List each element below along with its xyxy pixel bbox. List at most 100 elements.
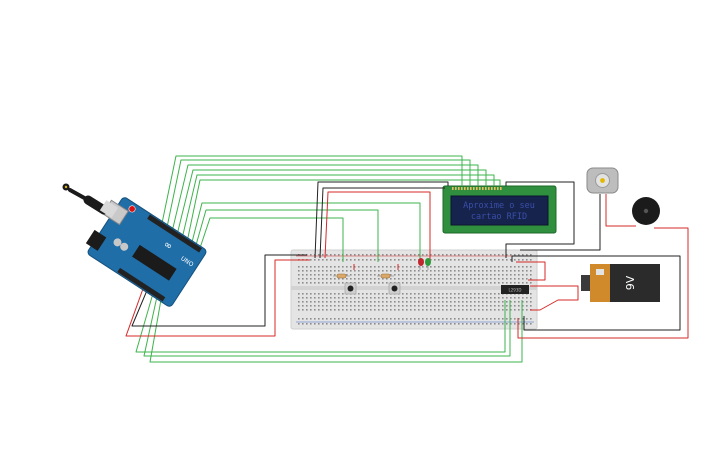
breadboard-hole bbox=[502, 282, 504, 284]
wire-green-6[interactable] bbox=[185, 179, 501, 248]
resistor[interactable] bbox=[377, 273, 394, 279]
breadboard-hole bbox=[410, 293, 412, 295]
wire-black-6[interactable] bbox=[520, 194, 601, 251]
breadboard-hole bbox=[390, 278, 392, 280]
piezo-buzzer[interactable] bbox=[632, 197, 660, 225]
wire-black-2[interactable] bbox=[314, 181, 449, 259]
breadboard-hole bbox=[378, 282, 380, 284]
breadboard-hole bbox=[350, 309, 352, 311]
breadboard-hole bbox=[370, 297, 372, 299]
breadboard-hole bbox=[442, 293, 444, 295]
breadboard-hole bbox=[470, 282, 472, 284]
breadboard-hole bbox=[302, 293, 304, 295]
wire-red-4[interactable] bbox=[530, 285, 579, 311]
breadboard-hole bbox=[390, 318, 392, 320]
breadboard-hole bbox=[358, 259, 360, 261]
breadboard-hole bbox=[510, 254, 512, 256]
led-red[interactable] bbox=[418, 258, 424, 270]
push-button[interactable] bbox=[344, 282, 357, 295]
breadboard-hole bbox=[478, 293, 480, 295]
breadboard-hole bbox=[306, 297, 308, 299]
breadboard-hole bbox=[346, 297, 348, 299]
breadboard-hole bbox=[458, 301, 460, 303]
breadboard-hole bbox=[490, 301, 492, 303]
arduino-board[interactable]: ∞ UNO bbox=[80, 192, 208, 308]
breadboard-hole bbox=[410, 301, 412, 303]
resistor[interactable] bbox=[333, 273, 350, 279]
breadboard-hole bbox=[406, 274, 408, 276]
wire-green-9[interactable] bbox=[197, 217, 344, 262]
wire-black-4[interactable] bbox=[505, 181, 575, 258]
breadboard-hole bbox=[370, 274, 372, 276]
breadboard-hole bbox=[370, 254, 372, 256]
breadboard-hole bbox=[462, 297, 464, 299]
wire-black-1[interactable] bbox=[131, 254, 307, 327]
breadboard-hole bbox=[530, 278, 532, 280]
breadboard-hole bbox=[298, 270, 300, 272]
breadboard-hole bbox=[502, 301, 504, 303]
wire-green-2[interactable] bbox=[165, 159, 471, 233]
breadboard[interactable] bbox=[290, 249, 538, 330]
breadboard-hole bbox=[478, 278, 480, 280]
motor-driver-ic[interactable]: L293D bbox=[501, 285, 529, 294]
breadboard-hole bbox=[430, 297, 432, 299]
breadboard-hole bbox=[334, 274, 336, 276]
wire-red-3[interactable] bbox=[516, 261, 546, 281]
breadboard-hole bbox=[414, 259, 416, 261]
breadboard-hole bbox=[298, 266, 300, 268]
breadboard-hole bbox=[466, 259, 468, 261]
led-green[interactable] bbox=[425, 258, 431, 270]
wire-green-10[interactable] bbox=[135, 289, 506, 353]
breadboard-hole bbox=[522, 278, 524, 280]
breadboard-hole bbox=[350, 270, 352, 272]
breadboard-hole bbox=[530, 254, 532, 256]
breadboard-hole bbox=[402, 270, 404, 272]
wire-green-1[interactable] bbox=[160, 155, 463, 229]
breadboard-hole bbox=[310, 318, 312, 320]
wire-green-3[interactable] bbox=[170, 164, 479, 237]
breadboard-hole bbox=[314, 278, 316, 280]
breadboard-hole bbox=[346, 301, 348, 303]
dc-motor[interactable] bbox=[586, 167, 619, 194]
wire-green-4[interactable] bbox=[175, 169, 487, 240]
wire-green-7[interactable] bbox=[189, 202, 421, 262]
breadboard-hole bbox=[522, 259, 524, 261]
wire-red-6[interactable] bbox=[517, 227, 689, 339]
wire-red-1[interactable] bbox=[125, 259, 310, 337]
wire-black-5[interactable] bbox=[511, 255, 681, 331]
breadboard-hole bbox=[414, 266, 416, 268]
wire-green-12[interactable] bbox=[149, 293, 523, 363]
lcd-display[interactable]: Aproxime o seu cartao RFID bbox=[442, 185, 557, 234]
wire-red-2[interactable] bbox=[324, 191, 431, 262]
push-button[interactable] bbox=[388, 282, 401, 295]
wire-black-3[interactable] bbox=[319, 187, 445, 259]
breadboard-hole bbox=[362, 278, 364, 280]
breadboard-hole bbox=[434, 266, 436, 268]
wire-green-8[interactable] bbox=[193, 209, 379, 262]
breadboard-hole bbox=[482, 270, 484, 272]
usb-cable[interactable] bbox=[62, 183, 119, 218]
breadboard-hole bbox=[374, 301, 376, 303]
breadboard-hole bbox=[406, 301, 408, 303]
breadboard-hole bbox=[302, 266, 304, 268]
breadboard-hole bbox=[326, 259, 328, 261]
breadboard-hole bbox=[334, 297, 336, 299]
breadboard-hole bbox=[394, 297, 396, 299]
breadboard-hole bbox=[438, 318, 440, 320]
breadboard-hole bbox=[326, 282, 328, 284]
breadboard-hole bbox=[462, 278, 464, 280]
breadboard-hole bbox=[434, 323, 436, 325]
battery-9v[interactable]: 9V bbox=[581, 264, 660, 302]
breadboard-hole bbox=[342, 282, 344, 284]
breadboard-hole bbox=[410, 278, 412, 280]
wire-red-5[interactable] bbox=[605, 194, 636, 227]
wire-green-11[interactable] bbox=[143, 291, 511, 357]
breadboard-hole bbox=[466, 305, 468, 307]
breadboard-hole bbox=[486, 318, 488, 320]
breadboard-hole bbox=[490, 305, 492, 307]
breadboard-hole bbox=[378, 301, 380, 303]
breadboard-hole bbox=[322, 318, 324, 320]
breadboard-hole bbox=[422, 323, 424, 325]
breadboard-hole bbox=[326, 297, 328, 299]
